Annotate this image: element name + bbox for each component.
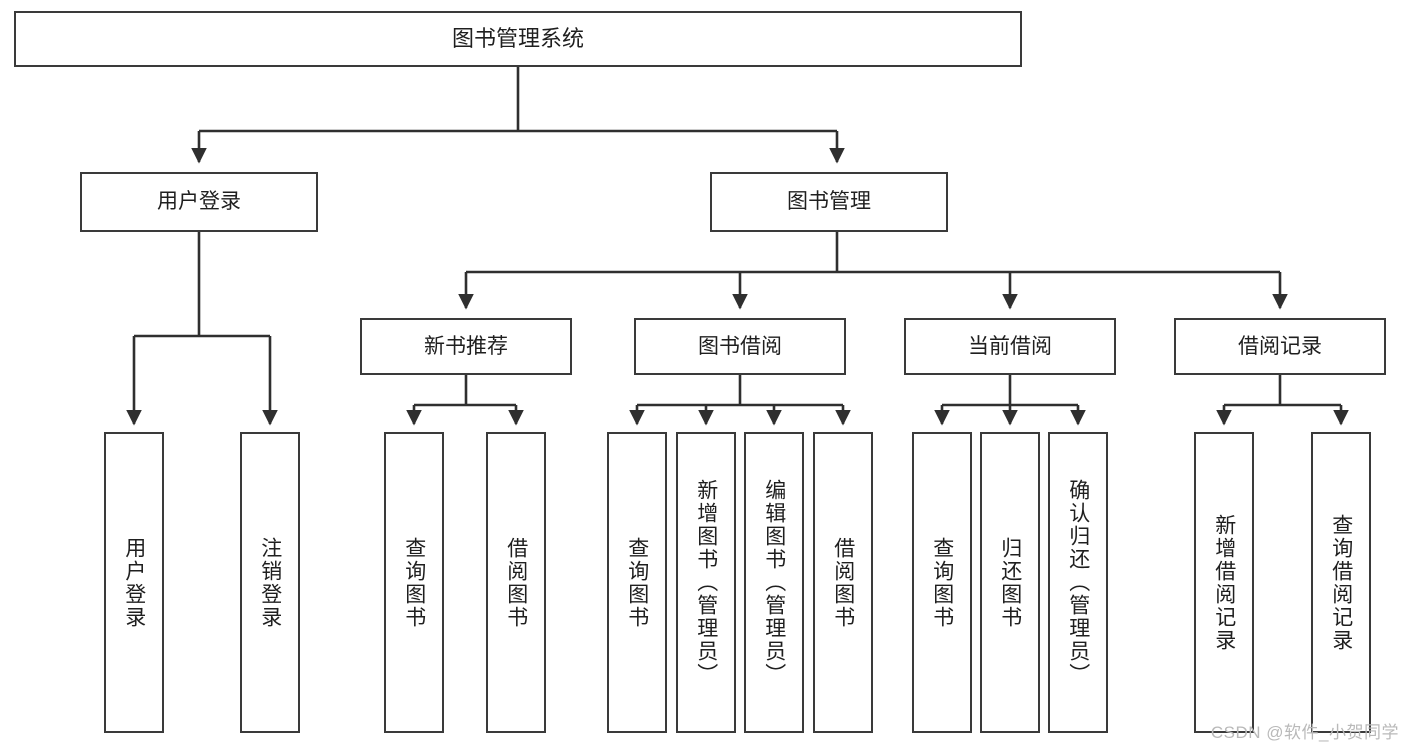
node-book-management[interactable]: 图书管理 bbox=[710, 172, 948, 232]
node-label: 查询图书 bbox=[930, 536, 954, 629]
node-borrow-record[interactable]: 借阅记录 bbox=[1174, 318, 1386, 375]
node-new-book-recommend[interactable]: 新书推荐 bbox=[360, 318, 572, 375]
node-label: 查询图书 bbox=[625, 536, 649, 629]
node-book-borrow[interactable]: 图书借阅 bbox=[634, 318, 846, 375]
node-label: 用户登录 bbox=[157, 190, 241, 214]
node-label: 新书推荐 bbox=[424, 334, 508, 358]
leaf-record-add-record[interactable]: 新增借阅记录 bbox=[1194, 432, 1254, 733]
leaf-recommend-query-book[interactable]: 查询图书 bbox=[384, 432, 444, 733]
node-label: 新增图书（管理员） bbox=[694, 479, 718, 686]
node-label: 图书管理 bbox=[787, 190, 871, 214]
leaf-record-query-record[interactable]: 查询借阅记录 bbox=[1311, 432, 1371, 733]
leaf-user-login-login[interactable]: 用户登录 bbox=[104, 432, 164, 733]
leaf-current-confirm-return[interactable]: 确认归还（管理员） bbox=[1048, 432, 1108, 733]
leaf-user-login-logout[interactable]: 注销登录 bbox=[240, 432, 300, 733]
node-current-borrow[interactable]: 当前借阅 bbox=[904, 318, 1116, 375]
node-label: 用户登录 bbox=[122, 536, 146, 629]
node-label: 图书管理系统 bbox=[451, 25, 584, 51]
leaf-current-return-book[interactable]: 归还图书 bbox=[980, 432, 1040, 733]
node-label: 当前借阅 bbox=[968, 334, 1052, 358]
node-label: 注销登录 bbox=[258, 536, 282, 629]
leaf-borrow-edit-book[interactable]: 编辑图书（管理员） bbox=[744, 432, 804, 733]
node-label: 确认归还（管理员） bbox=[1066, 479, 1090, 686]
node-label: 归还图书 bbox=[998, 536, 1022, 629]
node-label: 新增借阅记录 bbox=[1212, 513, 1236, 652]
node-label: 查询借阅记录 bbox=[1329, 513, 1353, 652]
leaf-borrow-query-book[interactable]: 查询图书 bbox=[607, 432, 667, 733]
node-label: 借阅记录 bbox=[1238, 334, 1322, 358]
node-root-system[interactable]: 图书管理系统 bbox=[14, 11, 1022, 67]
node-label: 借阅图书 bbox=[504, 536, 528, 629]
leaf-borrow-add-book[interactable]: 新增图书（管理员） bbox=[676, 432, 736, 733]
leaf-current-query-book[interactable]: 查询图书 bbox=[912, 432, 972, 733]
node-label: 查询图书 bbox=[402, 536, 426, 629]
leaf-borrow-borrow-book[interactable]: 借阅图书 bbox=[813, 432, 873, 733]
node-label: 编辑图书（管理员） bbox=[762, 479, 786, 686]
node-label: 图书借阅 bbox=[698, 334, 782, 358]
node-user-login[interactable]: 用户登录 bbox=[80, 172, 318, 232]
leaf-recommend-borrow-book[interactable]: 借阅图书 bbox=[486, 432, 546, 733]
node-label: 借阅图书 bbox=[831, 536, 855, 629]
